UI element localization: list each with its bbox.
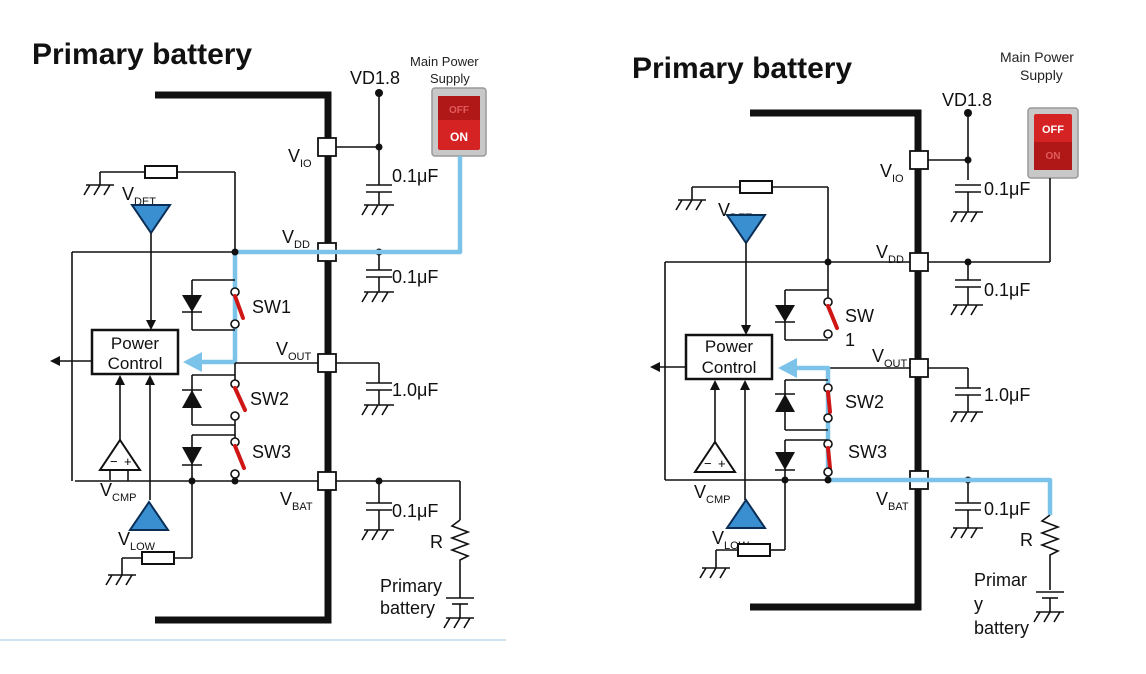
- vd18-label: VD1.8: [350, 68, 400, 88]
- sw2-label: SW2: [250, 389, 289, 409]
- svg-text:V: V: [276, 339, 288, 359]
- battery-label: Primary: [380, 576, 442, 596]
- main-power-switch-icon: OFF ON: [431, 87, 487, 157]
- svg-text:SW: SW: [845, 306, 874, 326]
- svg-text:V: V: [288, 146, 300, 166]
- main-power-switch-icon: OFF ON: [1027, 107, 1079, 179]
- svg-text:−: −: [704, 456, 712, 471]
- svg-text:V: V: [118, 529, 130, 549]
- cap1-label: 0.1μF: [392, 166, 438, 186]
- power-control-box: [684, 333, 774, 381]
- svg-text:Primar: Primar: [974, 570, 1027, 590]
- pin-vio: [317, 137, 337, 157]
- panel-title: Primary battery: [32, 38, 252, 71]
- resistor-icon: [144, 165, 178, 179]
- svg-text:+: +: [718, 456, 726, 471]
- svg-text:BAT: BAT: [292, 501, 313, 513]
- svg-text:V: V: [282, 227, 294, 247]
- vlow-comparator-icon: [128, 500, 170, 531]
- svg-text:OUT: OUT: [288, 351, 312, 363]
- svg-text:R: R: [1020, 530, 1033, 550]
- vdet-comparator-icon: [130, 204, 172, 235]
- supply-label: Main Power: [410, 54, 479, 69]
- cap2-label: 0.1μF: [392, 267, 438, 287]
- svg-text:0.1μF: 0.1μF: [984, 499, 1030, 519]
- svg-text:IO: IO: [892, 173, 904, 185]
- svg-text:BAT: BAT: [888, 501, 909, 513]
- supply-label-2: Supply: [430, 71, 470, 86]
- pin-vout: [909, 358, 929, 378]
- current-arrow-icon: [183, 352, 202, 372]
- svg-text:DD: DD: [888, 254, 904, 266]
- svg-text:V: V: [876, 489, 888, 509]
- svg-text:battery: battery: [974, 618, 1029, 638]
- sw1-label: SW1: [252, 297, 291, 317]
- power-control-box: [90, 328, 180, 376]
- svg-text:V: V: [694, 482, 706, 502]
- svg-text:IO: IO: [300, 158, 312, 170]
- resistor-label: R: [430, 532, 443, 552]
- svg-text:+: +: [124, 454, 132, 469]
- svg-text:DD: DD: [294, 239, 310, 251]
- svg-text:Control: Control: [702, 358, 757, 377]
- svg-text:1.0μF: 1.0μF: [984, 385, 1030, 405]
- vcmp-comparator-icon: [98, 438, 142, 471]
- pin-vout: [317, 353, 337, 373]
- svg-text:V: V: [872, 346, 884, 366]
- svg-text:V: V: [122, 184, 134, 204]
- svg-text:y: y: [974, 594, 983, 614]
- svg-text:CMP: CMP: [706, 494, 730, 506]
- svg-text:SW3: SW3: [848, 442, 887, 462]
- svg-text:SW2: SW2: [845, 392, 884, 412]
- vcmp-comparator-icon: [693, 440, 737, 473]
- svg-text:1: 1: [845, 330, 855, 350]
- vlow-comparator-icon: [725, 498, 767, 529]
- cap3-label: 1.0μF: [392, 380, 438, 400]
- svg-text:ON: ON: [1046, 151, 1061, 162]
- svg-text:V: V: [876, 242, 888, 262]
- sw3-label: SW3: [252, 442, 291, 462]
- svg-text:V: V: [712, 528, 724, 548]
- svg-text:Power: Power: [705, 337, 754, 356]
- svg-text:Power: Power: [111, 334, 160, 353]
- pin-vdd: [909, 252, 929, 272]
- svg-text:V: V: [880, 161, 892, 181]
- svg-text:0.1μF: 0.1μF: [984, 179, 1030, 199]
- svg-text:VD1.8: VD1.8: [942, 90, 992, 110]
- panel-left: Primary battery VD1.8 Main Power Supply …: [0, 38, 506, 641]
- svg-text:OUT: OUT: [884, 358, 908, 370]
- svg-text:Main Power: Main Power: [1000, 49, 1074, 65]
- pin-vio: [909, 150, 929, 170]
- svg-text:Supply: Supply: [1020, 67, 1063, 83]
- svg-text:−: −: [110, 454, 118, 469]
- pin-vbat: [317, 471, 337, 491]
- vdet-comparator-icon: [725, 214, 767, 245]
- svg-text:ON: ON: [450, 130, 468, 144]
- svg-text:LOW: LOW: [130, 541, 156, 553]
- panel-title-right: Primary battery: [632, 52, 852, 85]
- svg-text:OFF: OFF: [1042, 124, 1064, 136]
- svg-text:V: V: [100, 480, 112, 500]
- svg-text:V: V: [280, 489, 292, 509]
- svg-text:Control: Control: [108, 354, 163, 373]
- cap4-label: 0.1μF: [392, 501, 438, 521]
- panel-right: Primary battery VD1.8 Main Power Supply …: [632, 49, 1079, 638]
- svg-text:0.1μF: 0.1μF: [984, 280, 1030, 300]
- svg-text:CMP: CMP: [112, 492, 136, 504]
- svg-text:OFF: OFF: [449, 105, 469, 116]
- current-arrow-icon: [778, 358, 797, 378]
- battery-label-2: battery: [380, 598, 435, 618]
